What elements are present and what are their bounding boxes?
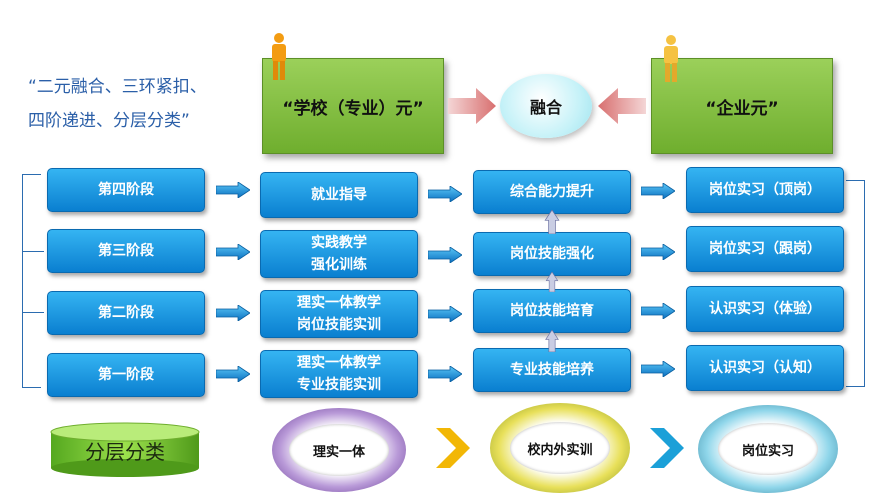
arrow-right-icon xyxy=(641,244,675,260)
person-icon-enterprise xyxy=(664,35,678,82)
ring-theory-practice: 理实一体 xyxy=(272,408,406,492)
arrow-up-icon xyxy=(544,330,560,352)
learning-line-2: 岗位技能实训 xyxy=(297,317,381,333)
arrow-right-icon xyxy=(428,306,462,322)
stage-box-2: 第二阶段 xyxy=(47,291,205,335)
learning-box-3: 实践教学强化训练 xyxy=(260,230,418,278)
learning-box-4: 就业指导 xyxy=(260,172,418,218)
arrow-right-icon xyxy=(216,182,250,198)
motto-text: “二元融合、三环紧扣、 四阶递进、分层分类” xyxy=(28,70,248,138)
stage-box-1: 第一阶段 xyxy=(47,353,205,397)
arrow-right-icon xyxy=(428,247,462,263)
stage-label: 第三阶段 xyxy=(98,243,154,259)
learning-box-1: 理实一体教学专业技能实训 xyxy=(260,350,418,398)
stage-box-3: 第三阶段 xyxy=(47,229,205,273)
ability-box-2: 岗位技能培育 xyxy=(473,289,631,333)
arrow-right-icon xyxy=(428,366,462,382)
ability-label: 专业技能培养 xyxy=(510,362,594,378)
left-bracket xyxy=(22,174,41,388)
internship-box-3: 岗位实习（跟岗） xyxy=(686,226,844,272)
bracket-tick xyxy=(22,251,44,252)
stage-label: 第四阶段 xyxy=(98,182,154,198)
layer-label: 分层分类 xyxy=(85,440,165,464)
learning-line-1: 就业指导 xyxy=(311,187,367,203)
arrow-up-icon xyxy=(544,272,560,292)
enterprise-element-box: “企业元” xyxy=(651,58,833,154)
ability-label: 综合能力提升 xyxy=(510,184,594,200)
chevron-right-icon xyxy=(650,428,684,468)
stage-box-4: 第四阶段 xyxy=(47,168,205,212)
ability-label: 岗位技能培育 xyxy=(510,303,594,319)
arrow-left-icon-fusion xyxy=(598,88,646,124)
learning-box-2: 理实一体教学岗位技能实训 xyxy=(260,290,418,338)
ring-label: 岗位实习 xyxy=(741,443,794,459)
internship-box-2: 认识实习（体验） xyxy=(686,286,844,332)
person-icon-school xyxy=(272,33,286,80)
motto-line-2: 四阶递进、分层分类” xyxy=(28,111,190,131)
right-bracket xyxy=(846,180,865,387)
learning-line-1: 理实一体教学 xyxy=(297,295,381,311)
chevron-right-icon xyxy=(436,428,470,468)
ring-label: 理实一体 xyxy=(312,444,365,460)
layer-cylinder xyxy=(50,422,200,477)
arrow-up-icon xyxy=(544,210,560,234)
fusion-label: 融合 xyxy=(529,98,562,117)
learning-line-1: 理实一体教学 xyxy=(297,355,381,371)
motto-line-1: “二元融合、三环紧扣、 xyxy=(28,77,207,97)
bracket-tick xyxy=(22,312,44,313)
internship-label: 认识实习（认知） xyxy=(709,360,821,376)
learning-line-2: 专业技能实训 xyxy=(297,377,381,393)
arrow-right-icon xyxy=(428,186,462,202)
ring-label: 校内外实训 xyxy=(527,442,593,458)
arrow-right-icon xyxy=(641,183,675,199)
arrow-right-icon-fusion xyxy=(448,88,496,124)
arrow-right-icon xyxy=(641,361,675,377)
internship-box-1: 认识实习（认知） xyxy=(686,345,844,391)
arrow-right-icon xyxy=(641,303,675,319)
ring-campus-training: 校内外实训 xyxy=(490,403,630,493)
school-element-label: “学校（专业）元” xyxy=(282,98,424,119)
stage-label: 第二阶段 xyxy=(98,305,154,321)
arrow-right-icon xyxy=(216,244,250,260)
ring-post-internship: 岗位实习 xyxy=(698,405,838,493)
ability-box-3: 岗位技能强化 xyxy=(473,232,631,276)
arrow-right-icon xyxy=(216,366,250,382)
stage-label: 第一阶段 xyxy=(98,367,154,383)
ability-label: 岗位技能强化 xyxy=(510,246,594,262)
fusion-ellipse: 融合 xyxy=(500,74,592,138)
ability-box-1: 专业技能培养 xyxy=(473,348,631,392)
learning-line-2: 强化训练 xyxy=(311,257,367,273)
internship-label: 岗位实习（顶岗） xyxy=(709,182,821,198)
arrow-right-icon xyxy=(216,305,250,321)
school-element-box: “学校（专业）元” xyxy=(262,58,444,154)
learning-line-1: 实践教学 xyxy=(311,235,367,251)
enterprise-element-label: “企业元” xyxy=(705,98,779,119)
ability-box-4: 综合能力提升 xyxy=(473,170,631,214)
internship-label: 认识实习（体验） xyxy=(709,301,821,317)
internship-box-4: 岗位实习（顶岗） xyxy=(686,167,844,213)
internship-label: 岗位实习（跟岗） xyxy=(709,241,821,257)
